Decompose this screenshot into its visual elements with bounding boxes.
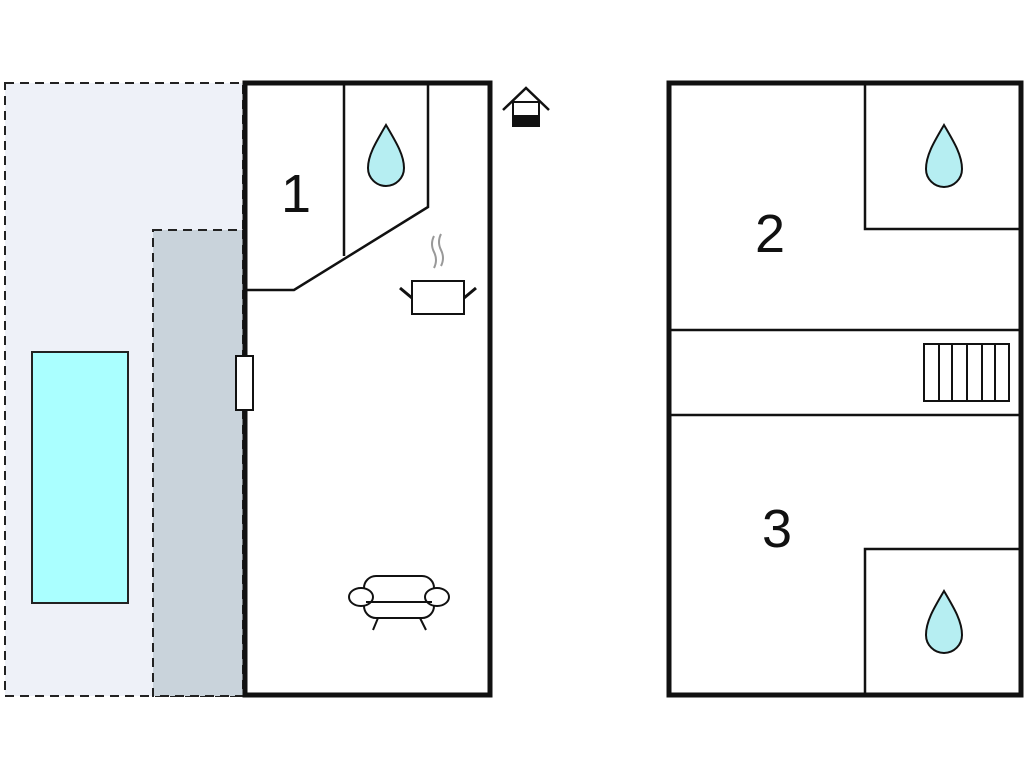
swimming-pool [31,351,129,604]
water-drop-icon [366,123,406,187]
water-drop-icon [924,123,964,188]
house-entrance-icon [502,86,550,127]
water-drop-icon [924,589,964,654]
cooking-pot-icon [399,233,477,315]
upper-floor: 2 3 [666,80,1024,698]
covered-terrace [152,229,244,697]
ground-floor: 1 [235,80,550,698]
stairs-icon [923,343,1010,402]
door-icon [235,355,254,411]
armchair-icon [348,575,450,631]
room-label-2: 2 [755,204,785,264]
room-label-3: 3 [762,499,792,559]
room-label-1: 1 [281,164,311,224]
